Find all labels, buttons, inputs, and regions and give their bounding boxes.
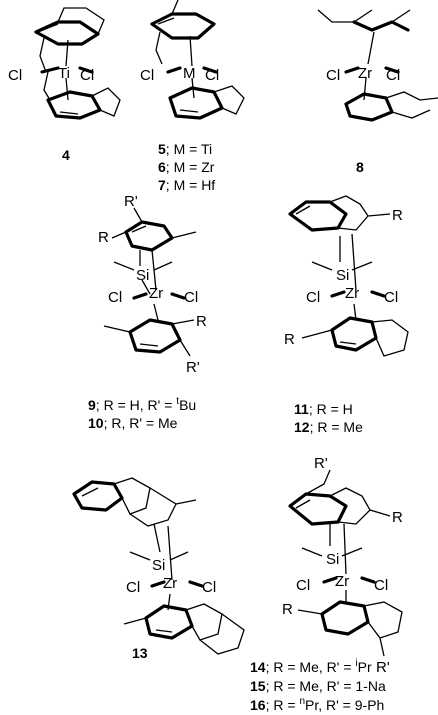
structure-8: Cl Zr Cl xyxy=(317,9,438,122)
atom-r-prime: R' xyxy=(314,455,328,472)
atom-zr: Zr xyxy=(345,285,359,302)
atom-zr: Zr xyxy=(149,285,163,302)
atom-si: Si xyxy=(136,267,149,284)
atom-r-prime: R' xyxy=(376,659,390,676)
atom-zr: Zr xyxy=(163,575,177,592)
atom-r: R xyxy=(284,331,295,348)
atom-cl: Cl xyxy=(384,289,398,306)
structure-11-12: R Si Cl Zr Cl R xyxy=(284,195,409,357)
atom-cl: Cl xyxy=(374,577,388,594)
atom-r: R xyxy=(392,509,403,526)
atom-zr: Zr xyxy=(358,65,372,82)
atom-r: R xyxy=(282,601,293,618)
structure-4: Cl Ti Cl xyxy=(8,7,121,120)
atom-cl: Cl xyxy=(8,67,22,84)
compound-label-5: 5; M = Ti xyxy=(158,141,212,157)
atom-cl: Cl xyxy=(326,67,340,84)
atom-si: Si xyxy=(336,267,349,284)
atom-r: R xyxy=(196,313,207,330)
compound-label-16: 16; R = nPr, R' = 9-Ph xyxy=(250,696,384,713)
atom-cl: Cl xyxy=(296,577,310,594)
atom-ti: Ti xyxy=(58,65,70,82)
compound-label-6: 6; M = Zr xyxy=(158,159,215,175)
compound-label-15: 15; R = Me, R' = 1-Na xyxy=(250,678,386,694)
structure-13: Si Cl Zr Cl xyxy=(72,477,245,655)
atom-si: Si xyxy=(326,551,339,568)
structure-9-10: R' R Si Cl Zr Cl R R' xyxy=(98,193,207,376)
atom-cl: Cl xyxy=(126,579,140,596)
compound-label-7: 7; M = Hf xyxy=(158,177,215,193)
atom-cl: Cl xyxy=(184,289,198,306)
compound-label-12: 12; R = Me xyxy=(294,419,363,435)
atom-cl: Cl xyxy=(140,67,154,84)
structure-14-15-16: R' R Si Cl Zr Cl R R' xyxy=(282,455,403,676)
compound-label-8: 8 xyxy=(356,159,364,175)
compound-label-4: 4 xyxy=(62,147,70,163)
atom-cl: Cl xyxy=(108,289,122,306)
compound-label-10: 10; R, R' = Me xyxy=(88,415,178,431)
atom-cl: Cl xyxy=(205,67,219,84)
atom-cl: Cl xyxy=(386,67,400,84)
atom-r-prime: R' xyxy=(124,193,138,210)
atom-si: Si xyxy=(152,557,165,574)
atom-r: R xyxy=(98,229,109,246)
structure-5-6-7: Cl M Cl xyxy=(140,0,245,120)
atom-r: R xyxy=(392,207,403,224)
compound-label-9: 9; R = H, R' = tBu xyxy=(88,396,196,413)
atom-cl: Cl xyxy=(202,579,216,596)
compound-label-14: 14; R = Me, R' = iPr xyxy=(250,658,372,675)
atom-cl: Cl xyxy=(80,67,94,84)
compound-label-11: 11; R = H xyxy=(294,401,353,417)
atom-m: M xyxy=(183,65,196,82)
atom-zr: Zr xyxy=(335,573,349,590)
atom-cl: Cl xyxy=(306,289,320,306)
compound-label-13: 13 xyxy=(132,645,148,661)
atom-r-prime: R' xyxy=(186,359,200,376)
